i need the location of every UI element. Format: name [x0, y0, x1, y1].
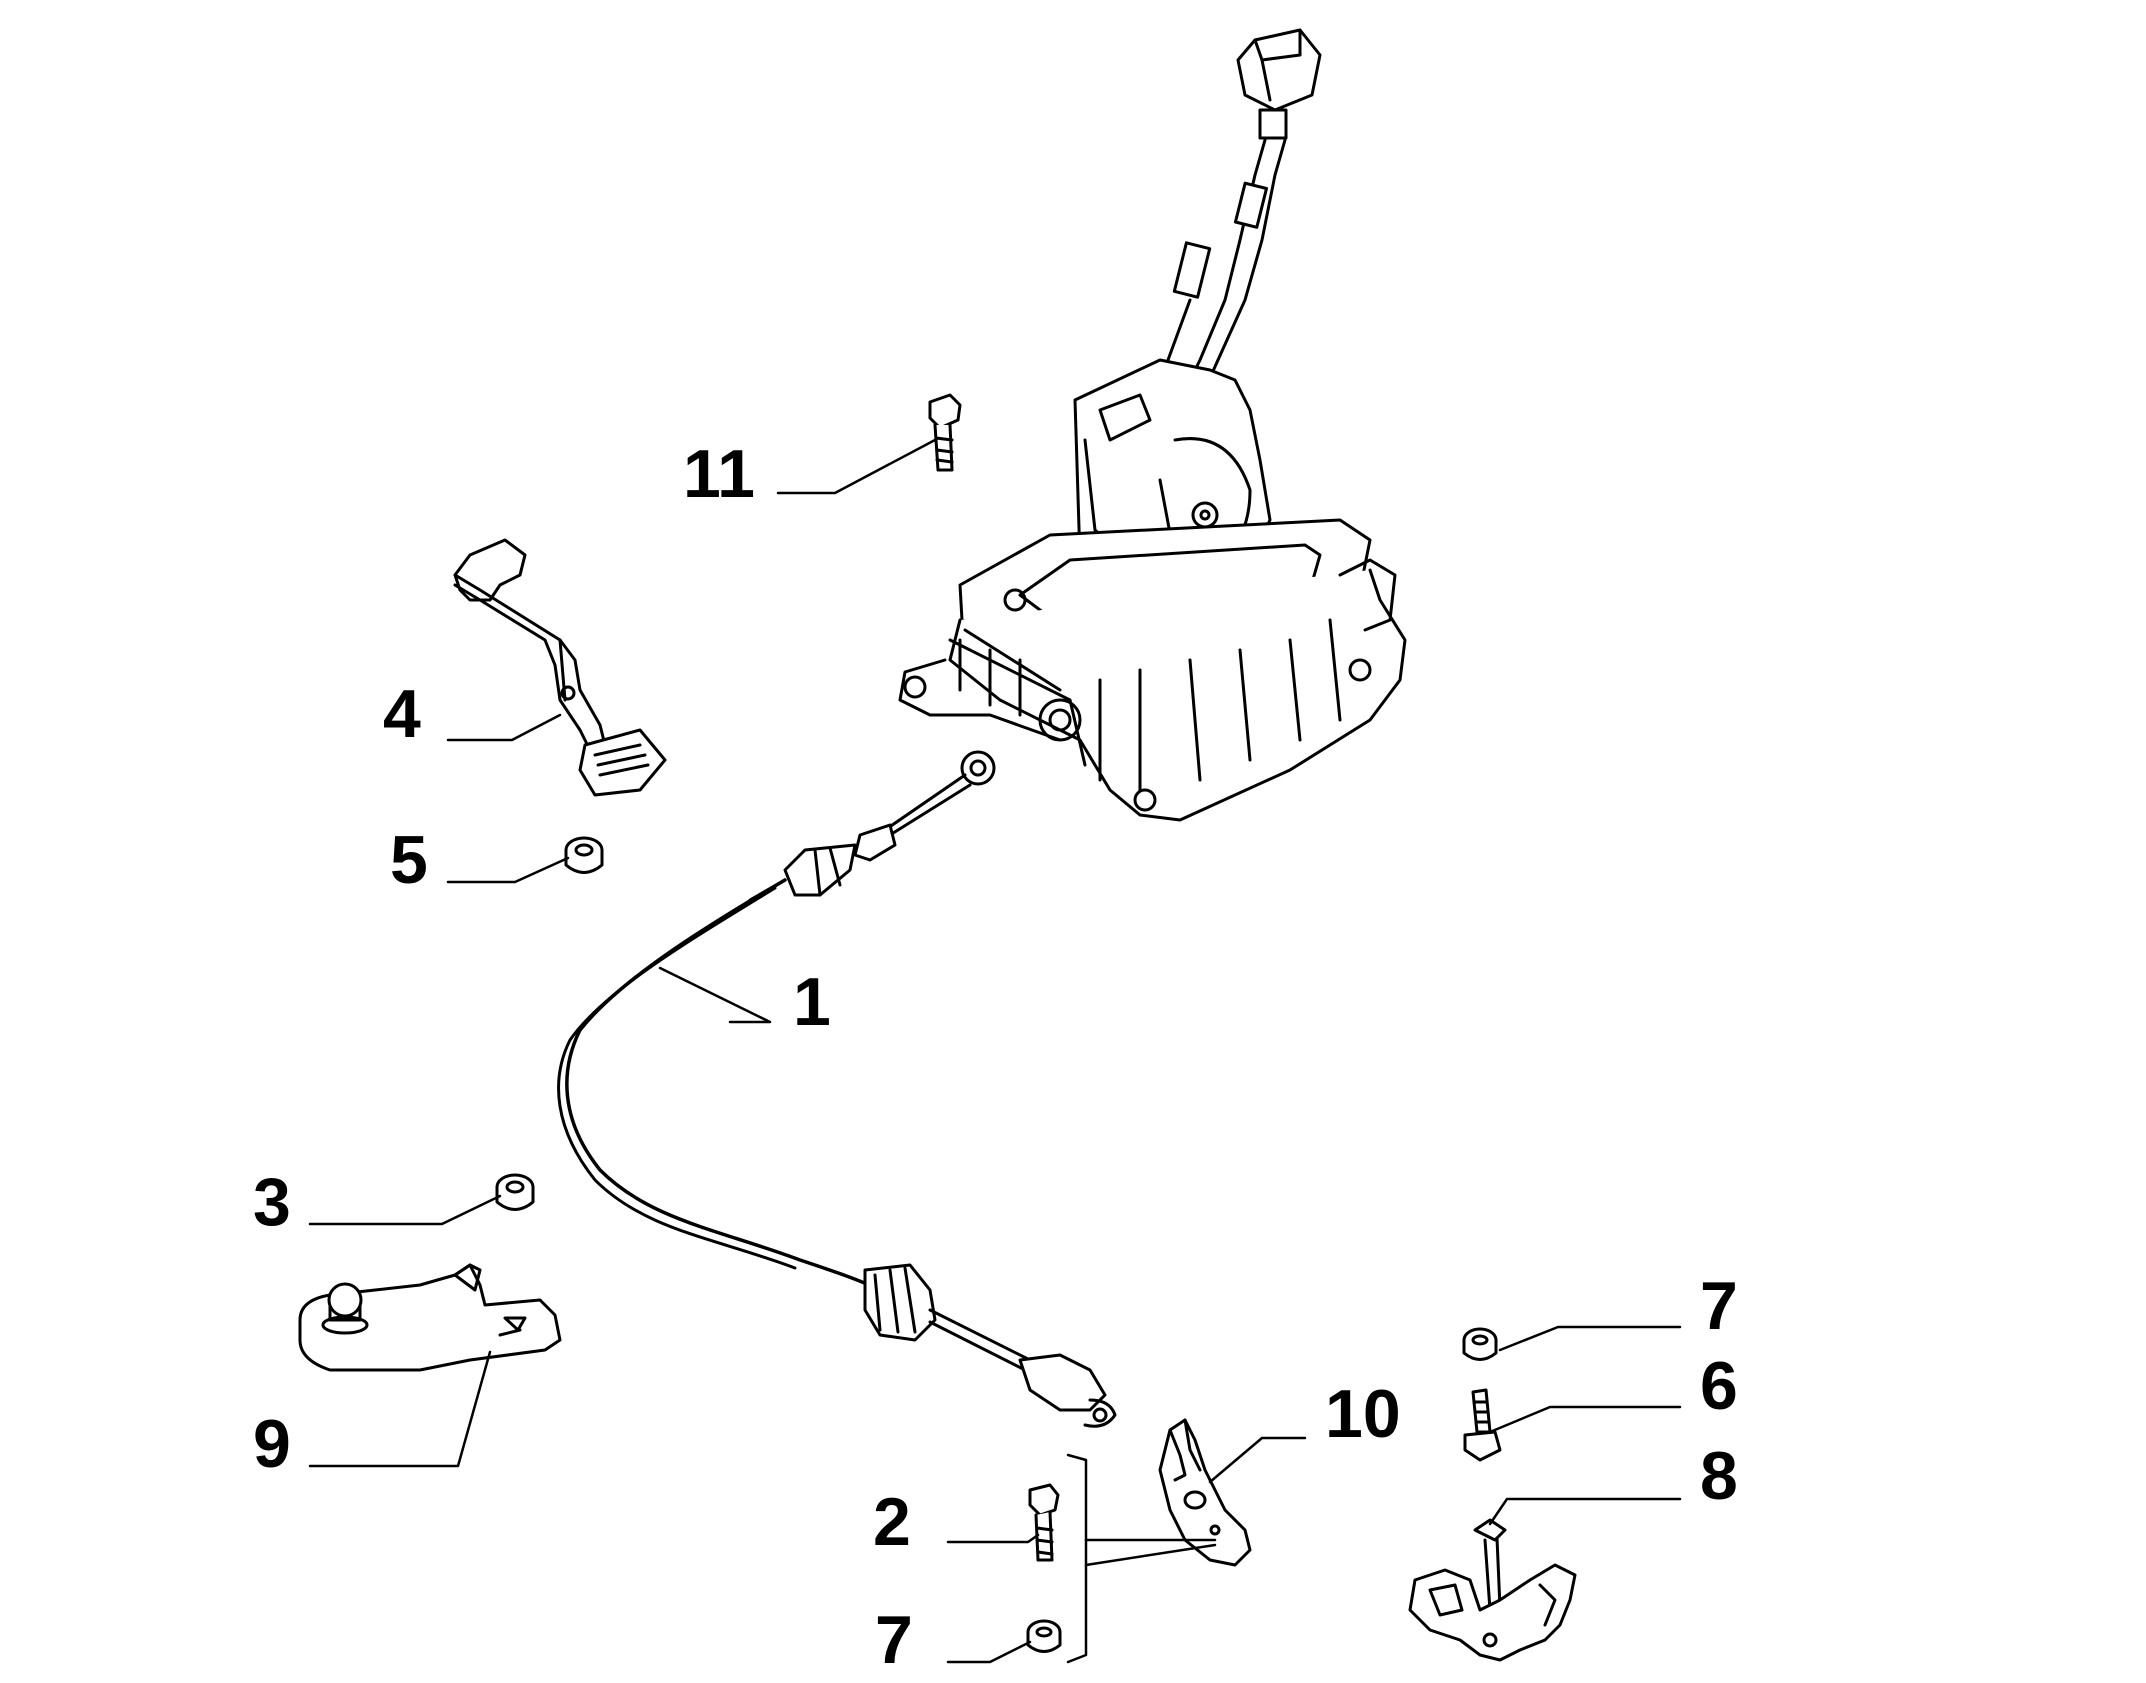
- leader-1: [658, 966, 772, 1024]
- callout-1: 1: [793, 964, 831, 1040]
- part-10-bracket: [1158, 1418, 1252, 1567]
- leader-2: [946, 1533, 1040, 1544]
- part-7-nut-upper: [1462, 1327, 1498, 1361]
- leader-7-upper: [1498, 1325, 1682, 1352]
- leader-3: [308, 1194, 502, 1226]
- part-4-bracket: [453, 538, 667, 797]
- part-8-clip: [1408, 1518, 1577, 1662]
- leader-9: [308, 1350, 492, 1468]
- leader-8: [1488, 1497, 1682, 1526]
- callout-7-upper: 7: [1700, 1268, 1738, 1344]
- part-9-lever-plate: [298, 1263, 562, 1372]
- callout-4: 4: [383, 676, 421, 752]
- gear-shifter-assembly: [898, 28, 1407, 822]
- part-2-bolt: [1028, 1483, 1060, 1562]
- callout-3: 3: [253, 1164, 291, 1240]
- part-7-nut-lower: [1026, 1619, 1062, 1653]
- bracket-group: [1066, 1453, 1088, 1664]
- leader-5: [446, 856, 570, 884]
- callout-6: 6: [1700, 1348, 1738, 1424]
- part-11-bolt: [928, 393, 962, 472]
- leader-4: [446, 713, 562, 742]
- leader-11: [776, 438, 937, 495]
- leader-10: [1208, 1436, 1307, 1484]
- leader-6: [1488, 1405, 1682, 1434]
- part-3-nut: [495, 1173, 535, 1211]
- callout-11: 11: [683, 436, 755, 512]
- part-1-cable: [557, 750, 1117, 1428]
- leader-7-lower: [946, 1640, 1032, 1664]
- leader-lines: [308, 438, 1682, 1664]
- callout-9: 9: [253, 1406, 291, 1482]
- callout-2: 2: [873, 1484, 911, 1560]
- bracket-arrow-lower: [1084, 1543, 1217, 1567]
- callout-7-lower: 7: [875, 1602, 913, 1678]
- part-5-nut: [564, 836, 604, 874]
- callout-10: 10: [1325, 1376, 1401, 1452]
- part-6-screw: [1463, 1388, 1502, 1462]
- callout-8: 8: [1700, 1438, 1738, 1514]
- callout-5: 5: [390, 822, 428, 898]
